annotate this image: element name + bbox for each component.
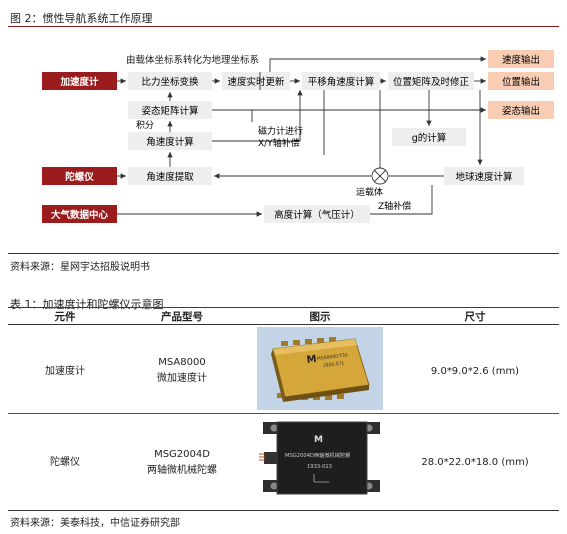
row2-model-1: MSG2004D xyxy=(154,449,210,460)
svg-text:比力坐标变换: 比力坐标变换 xyxy=(141,76,199,88)
svg-text:大气数据中心: 大气数据中心 xyxy=(51,209,109,221)
block-attitude-matrix: 姿态矩阵计算 xyxy=(128,101,212,119)
label-mag-2: X/Y轴补偿 xyxy=(258,137,300,149)
svg-text:平移角速度计算: 平移角速度计算 xyxy=(308,76,375,88)
row1-element: 加速度计 xyxy=(45,366,85,377)
svg-text:M: M xyxy=(306,354,317,366)
flow-arrows xyxy=(117,56,486,217)
input-air: 大气数据中心 xyxy=(42,205,117,223)
block-translational: 平移角速度计算 xyxy=(302,72,380,90)
table-header-model: 产品型号 xyxy=(161,311,203,323)
summing-junction xyxy=(371,167,389,185)
row2-element: 陀螺仪 xyxy=(50,457,80,468)
svg-text:姿态矩阵计算: 姿态矩阵计算 xyxy=(141,105,198,117)
svg-text:1933-013: 1933-013 xyxy=(307,464,332,470)
row2-model-2: 两轴微机械陀螺 xyxy=(147,465,217,476)
svg-text:MSG2004D两轴微机械陀螺: MSG2004D两轴微机械陀螺 xyxy=(285,451,350,459)
table-row-rule xyxy=(8,413,559,414)
svg-text:姿态输出: 姿态输出 xyxy=(502,105,540,117)
table-header-rule xyxy=(8,324,559,325)
svg-text:位置矩阵及时修正: 位置矩阵及时修正 xyxy=(393,76,470,88)
svg-text:速度输出: 速度输出 xyxy=(502,54,540,66)
table-header-size: 尺寸 xyxy=(464,311,486,323)
accelerometer-chip-image: M MSA8000-T30 1926-071 xyxy=(257,327,383,410)
input-accel: 加速度计 xyxy=(42,72,117,90)
svg-text:1926-071: 1926-071 xyxy=(323,360,345,369)
svg-text:高度计算（气压计）: 高度计算（气压计） xyxy=(274,209,360,221)
row1-model-2: 微加速度计 xyxy=(157,373,207,384)
svg-text:MSA8000-T30: MSA8000-T30 xyxy=(317,352,349,362)
output-attitude: 姿态输出 xyxy=(488,101,554,119)
svg-text:地球速度计算: 地球速度计算 xyxy=(455,171,512,183)
svg-text:M: M xyxy=(314,435,323,445)
block-g-calc: g的计算 xyxy=(392,128,466,146)
block-velocity-update: 速度实时更新 xyxy=(222,72,290,90)
table-header-image: 图示 xyxy=(309,311,331,323)
figure-source: 资料来源：星网宇达招股说明书 xyxy=(10,262,150,273)
svg-text:角速度提取: 角速度提取 xyxy=(146,171,194,183)
svg-text:角速度计算: 角速度计算 xyxy=(146,136,194,148)
block-position-matrix: 位置矩阵及时修正 xyxy=(388,72,474,90)
label-integral: 积分 xyxy=(136,119,154,131)
block-angular-velocity: 角速度计算 xyxy=(128,132,212,150)
table-source: 资料来源：美泰科技，中信证券研究部 xyxy=(10,518,180,529)
row1-size: 9.0*9.0*2.6 (mm) xyxy=(430,366,520,377)
row1-model-1: MSA8000 xyxy=(158,357,206,368)
block-angular-extract: 角速度提取 xyxy=(128,167,212,185)
table-bottom-rule xyxy=(8,510,559,511)
top-note: 由载体坐标系转化为地理坐标系 xyxy=(126,54,259,66)
block-specific-force: 比力坐标变换 xyxy=(128,72,212,90)
block-altitude: 高度计算（气压计） xyxy=(264,205,370,223)
figure-bottom-rule xyxy=(8,253,559,254)
svg-text:陀螺仪: 陀螺仪 xyxy=(65,171,94,183)
output-velocity: 速度输出 xyxy=(488,50,554,68)
table-header-element: 元件 xyxy=(54,311,76,323)
label-carrier: 运载体 xyxy=(356,186,383,198)
input-gyro: 陀螺仪 xyxy=(42,167,117,185)
svg-text:g的计算: g的计算 xyxy=(412,132,447,144)
output-position: 位置输出 xyxy=(488,72,554,90)
figure-title: 图 2：惯性导航系统工作原理 xyxy=(10,12,153,25)
svg-text:速度实时更新: 速度实时更新 xyxy=(227,76,285,88)
ins-diagram: 由载体坐标系转化为地理坐标系 加速度计 陀螺仪 大气数据中心 比力坐标变换 速度… xyxy=(42,50,554,223)
row2-size: 28.0*22.0*18.0 (mm) xyxy=(421,457,529,468)
svg-text:位置输出: 位置输出 xyxy=(502,76,540,88)
gyroscope-module-image: M MSG2004D两轴微机械陀螺 1933-013 xyxy=(259,416,384,506)
label-mag-1: 磁力计进行 xyxy=(258,125,303,137)
table-top-rule xyxy=(8,307,559,308)
figure-title-rule xyxy=(8,26,559,27)
svg-text:加速度计: 加速度计 xyxy=(59,76,99,88)
label-z-comp: Z轴补偿 xyxy=(378,200,411,212)
block-earth-rate: 地球速度计算 xyxy=(444,167,524,185)
